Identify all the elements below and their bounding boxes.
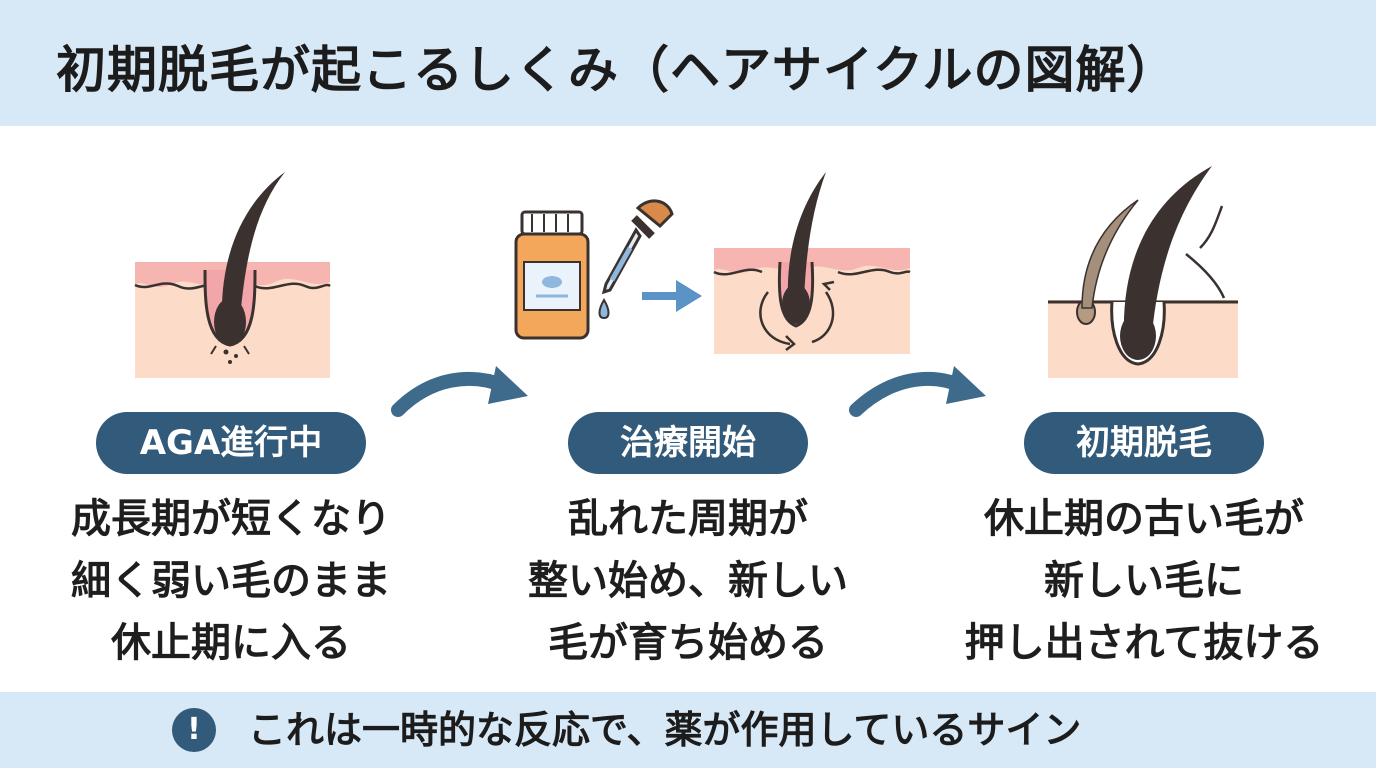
step-badge-treatment: 治療開始: [568, 412, 808, 474]
step-description-line: 押し出されて抜ける: [964, 620, 1324, 666]
step-description-line: 新しい毛に: [1044, 558, 1244, 604]
step-description-line: 乱れた周期が: [568, 496, 808, 542]
medicine-bottle-icon: [514, 210, 590, 340]
step-badge-aga: AGA進行中: [96, 412, 366, 474]
flow-arrow-2: [849, 371, 969, 417]
page-title: 初期脱毛が起こるしくみ（ヘアサイクルの図解）: [56, 41, 1178, 99]
step-description-line: 成長期が短くなり: [71, 496, 391, 542]
footer-note-bar: ! これは一時的な反応で、薬が作用しているサイン: [0, 692, 1376, 768]
step-description-line: 休止期に入る: [111, 620, 351, 666]
aga-follicle-illustration: [134, 172, 331, 378]
flow-arrow-1: [391, 371, 512, 417]
footer-note: これは一時的な反応で、薬が作用しているサイン: [248, 708, 1082, 752]
treatment-follicle-illustration: [713, 172, 911, 354]
hair-cycle-illustrations: [134, 166, 1238, 417]
step-description-treatment: 乱れた周期が 整い始め、新しい 毛が育ち始める: [478, 488, 898, 674]
step-description-shedding: 休止期の古い毛が 新しい毛に 押し出されて抜ける: [934, 488, 1354, 674]
shedding-follicle-illustration: [1048, 166, 1238, 378]
exclamation-icon: !: [172, 708, 216, 752]
step-description-line: 細く弱い毛のまま: [71, 558, 391, 604]
step-description-aga: 成長期が短くなり 細く弱い毛のまま 休止期に入る: [21, 488, 441, 674]
step-description-line: 毛が育ち始める: [548, 620, 828, 666]
step-badge-shedding: 初期脱毛: [1024, 412, 1264, 474]
small-arrow: [642, 280, 702, 312]
step-description-line: 整い始め、新しい: [528, 558, 848, 604]
header: 初期脱毛が起こるしくみ（ヘアサイクルの図解）: [0, 0, 1376, 126]
dropper-icon: [598, 199, 674, 320]
step-description-line: 休止期の古い毛が: [984, 496, 1304, 542]
